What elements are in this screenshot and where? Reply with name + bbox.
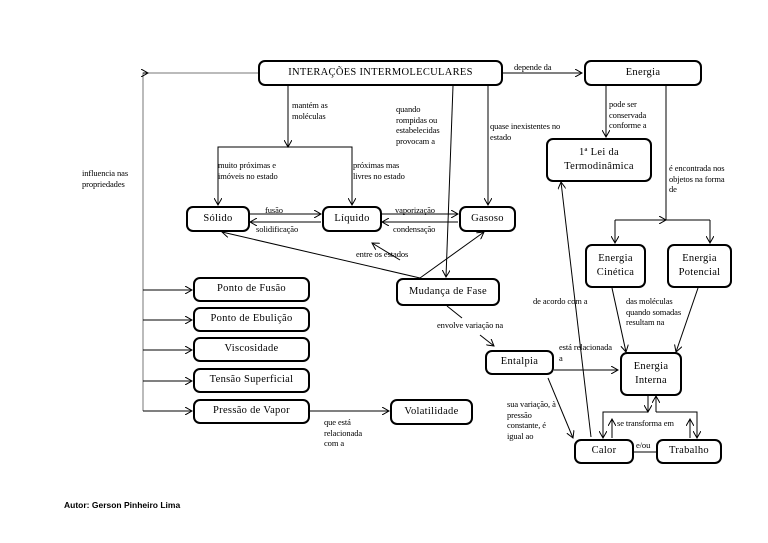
label-vaporizacao: vaporização	[395, 205, 435, 215]
label-envolve-variacao: envolve variação na	[437, 320, 504, 330]
node-calor: Calor	[574, 439, 634, 464]
node-liquido: Líquido	[322, 206, 382, 232]
node-tensao-superficial: Tensão Superficial	[193, 368, 310, 393]
label-e-ou: e/ou	[636, 440, 651, 450]
label-que-esta-relacionada: que está relacionada com a	[324, 417, 363, 449]
label-solidificacao: solidificação	[256, 224, 299, 234]
node-ponto-de-fusao: Ponto de Fusão	[193, 277, 310, 302]
label-entre-estados: entre os estados	[356, 249, 409, 259]
label-das-moleculas: das moléculas quando somadas resultam na	[626, 296, 682, 328]
node-gasoso: Gasoso	[459, 206, 516, 232]
node-1a-lei-termodinamica: 1ª Lei da Termodinâmica	[546, 138, 652, 182]
node-interacoes-intermoleculares: INTERAÇÕES INTERMOLECULARES	[258, 60, 503, 86]
label-muito-proximas: muito próximas e imóveis no estado	[218, 160, 278, 181]
node-trabalho: Trabalho	[656, 439, 722, 464]
author-credit: Autor: Gerson Pinheiro Lima	[64, 500, 181, 510]
line-provocam	[446, 85, 454, 277]
node-pressao-de-vapor: Pressão de Vapor	[193, 399, 310, 424]
label-sua-variacao: sua variação, à pressão constante, é igu…	[507, 399, 556, 441]
label-depende-da: depende da	[514, 62, 552, 72]
label-pode-ser-conservada: pode ser conservada conforme a	[609, 99, 647, 131]
label-proximas-livres: próximas mas livres no estado	[353, 160, 405, 181]
label-mantem-moleculas: mantém as moléculas	[292, 100, 328, 121]
label-se-transforma: se transforma em	[617, 418, 674, 428]
label-fusao: fusão	[265, 205, 283, 215]
node-energia: Energia	[584, 60, 702, 86]
node-viscosidade: Viscosidade	[193, 337, 310, 362]
node-solido: Sólido	[186, 206, 250, 232]
node-energia-potencial: Energia Potencial	[667, 244, 732, 288]
label-condensacao: condensação	[393, 224, 436, 234]
label-de-acordo: de acordo com a	[533, 296, 588, 306]
node-energia-cinetica: Energia Cinética	[585, 244, 646, 288]
label-quando-rompidas: quando rompidas ou estabelecidas provoca…	[396, 104, 440, 146]
node-mudanca-de-fase: Mudança de Fase	[396, 278, 500, 306]
label-quase-inexistentes: quase inexistentes no estado	[490, 121, 561, 142]
node-entalpia: Entalpia	[485, 350, 554, 375]
node-energia-interna: Energia Interna	[620, 352, 682, 396]
label-encontrada-objetos: é encontrada nos objetos na forma de	[669, 163, 725, 195]
label-esta-relacionada: está relacionada a	[559, 342, 612, 363]
label-influencia: influencia nas propriedades	[82, 168, 129, 189]
node-ponto-de-ebulicao: Ponto de Ebulição	[193, 307, 310, 332]
node-volatilidade: Volatilidade	[390, 399, 473, 425]
